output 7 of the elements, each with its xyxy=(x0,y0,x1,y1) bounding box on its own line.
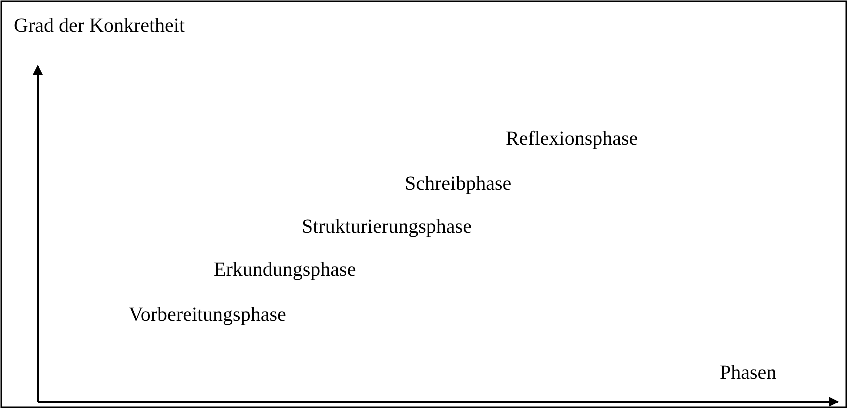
phase-label: Strukturierungsphase xyxy=(302,215,472,239)
axis-title: Grad der Konkretheit xyxy=(14,14,186,38)
phase-label: Schreibphase xyxy=(405,172,512,196)
phase-label: Erkundungsphase xyxy=(214,258,356,282)
axis-title: Phasen xyxy=(720,361,777,385)
phase-label: Vorbereitungsphase xyxy=(129,303,286,327)
phase-label: Reflexionsphase xyxy=(506,127,638,151)
